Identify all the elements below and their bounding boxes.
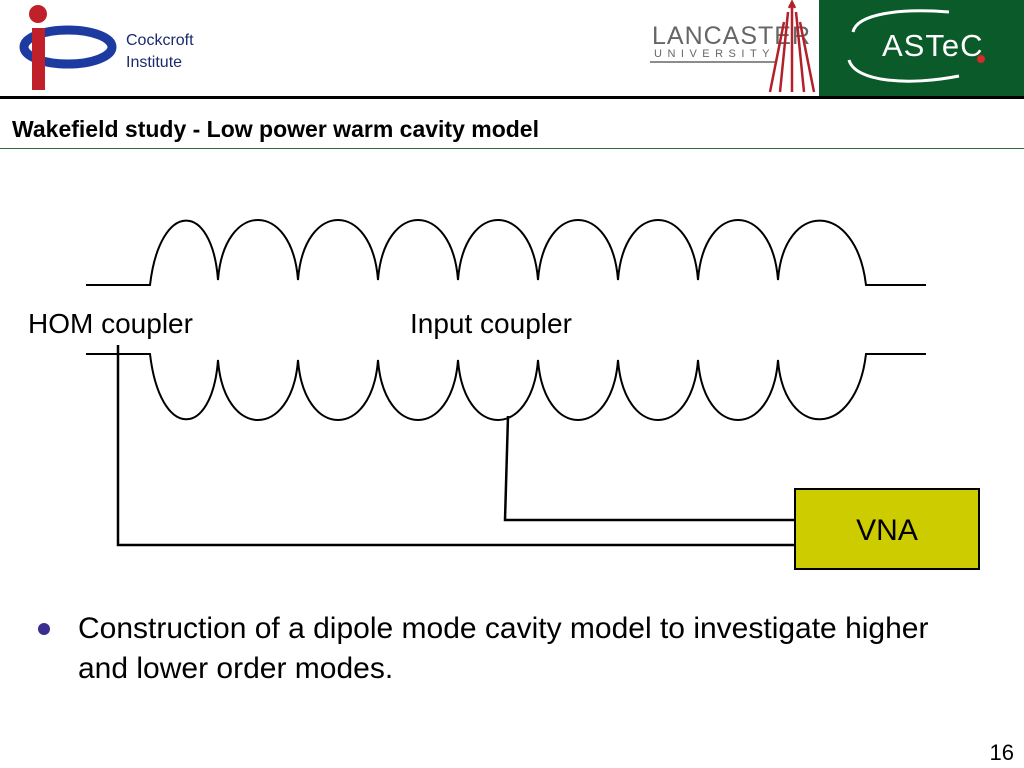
hom-coupler-label: HOM coupler — [28, 308, 193, 339]
university-wordmark: UNIVERSITY — [654, 48, 775, 60]
institute-line-2: Institute — [126, 54, 183, 71]
institute-line-1: Cockcroft — [126, 32, 194, 49]
cockcroft-logo-icon — [19, 5, 117, 90]
lancaster-rose-icon — [768, 0, 816, 93]
input-coupler-label: Input coupler — [410, 308, 572, 339]
vna-label: VNA — [856, 514, 918, 547]
slide-title: Wakefield study - Low power warm cavity … — [12, 116, 539, 142]
lancaster-university-logo: LANCASTER UNIVERSITY — [650, 0, 816, 93]
bullet-text: Construction of a dipole mode cavity mod… — [78, 612, 929, 685]
slide-header: Cockcroft Institute LANCASTER UNIVERSITY… — [0, 0, 1024, 97]
bullet-icon — [38, 623, 50, 635]
input-coupler-cable — [503, 415, 795, 522]
astec-wordmark: ASTeC — [882, 28, 984, 63]
title-underline — [0, 148, 1024, 149]
upper-cavity-profile — [86, 219, 926, 286]
astec-swoosh-icon — [847, 9, 985, 83]
hom-coupler-cable — [116, 345, 795, 547]
lower-cavity-profile — [86, 353, 926, 421]
page-number: 16 — [989, 740, 1014, 765]
institute-name: Cockcroft Institute — [126, 30, 194, 74]
cavity-diagram: VNA HOM coupler Input coupler — [28, 219, 980, 570]
header-divider — [0, 96, 1024, 99]
astec-logo — [819, 0, 1024, 97]
vna-box — [794, 488, 980, 570]
